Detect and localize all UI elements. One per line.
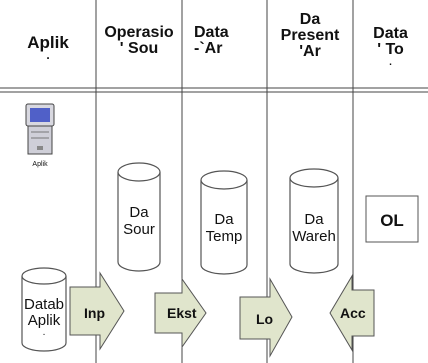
arrow-extract-label: Ekst xyxy=(167,305,197,321)
arrow-input xyxy=(69,271,125,351)
arrow-access xyxy=(329,274,375,352)
computer-icon xyxy=(25,103,55,155)
database-app-line1: Datab xyxy=(23,296,65,313)
arrow-load-label: Lo xyxy=(256,311,274,327)
header-presentation-area-line2: Present xyxy=(280,28,340,44)
header-data-area-line1: Data xyxy=(194,24,229,41)
header-data-area: Data -`Ar xyxy=(182,25,267,57)
olap-box xyxy=(365,195,419,243)
database-cylinder-warehouse xyxy=(289,168,339,274)
header-data-tools-line1: Data xyxy=(373,25,408,42)
database-temp-label: Da Temp xyxy=(201,212,247,244)
header-operational-source-line2: ' Sou xyxy=(119,40,159,57)
arrow-extract xyxy=(154,277,207,349)
database-cylinder-source xyxy=(117,162,161,272)
header-data-tools-line2: ' To xyxy=(377,41,404,58)
olap-label: OL xyxy=(380,211,404,230)
header-applications-line1: Aplik xyxy=(27,33,69,52)
database-app-line3: . xyxy=(42,327,46,338)
arrow-access-label: Acc xyxy=(340,305,366,321)
header-presentation-area: Da Present 'Ar xyxy=(267,12,353,60)
database-app-label: Datab Aplik . xyxy=(18,297,70,338)
database-source-line2: Sour xyxy=(123,221,155,238)
database-warehouse-label: Da Wareh xyxy=(290,212,338,244)
database-warehouse-line1: Da xyxy=(304,211,324,228)
header-separator xyxy=(0,87,428,93)
arrow-load xyxy=(239,277,293,358)
header-data-area-line2: -`Ar xyxy=(194,40,223,57)
header-data-tools-line3: . xyxy=(389,57,392,68)
header-presentation-area-line3: 'Ar xyxy=(299,43,321,60)
header-applications: Aplik . xyxy=(0,33,96,62)
arrow-input-label: Inp xyxy=(84,305,105,321)
header-operational-source: Operasio ' Sou xyxy=(96,25,182,57)
computer-label: Aplik xyxy=(32,161,48,168)
database-cylinder-temp xyxy=(200,170,248,275)
header-applications-line2: . xyxy=(46,48,50,62)
database-temp-line2: Temp xyxy=(205,228,243,245)
database-app-line2: Aplik xyxy=(27,312,61,329)
database-warehouse-line2: Wareh xyxy=(292,228,336,245)
header-data-tools: Data ' To . xyxy=(353,26,428,68)
database-temp-line1: Da xyxy=(214,211,234,228)
database-source-line1: Da xyxy=(129,204,149,221)
database-cylinder-app xyxy=(21,267,67,352)
header-presentation-area-line1: Da xyxy=(299,11,321,28)
database-source-label: Da Sour xyxy=(118,205,160,237)
header-operational-source-line1: Operasio xyxy=(104,25,174,41)
